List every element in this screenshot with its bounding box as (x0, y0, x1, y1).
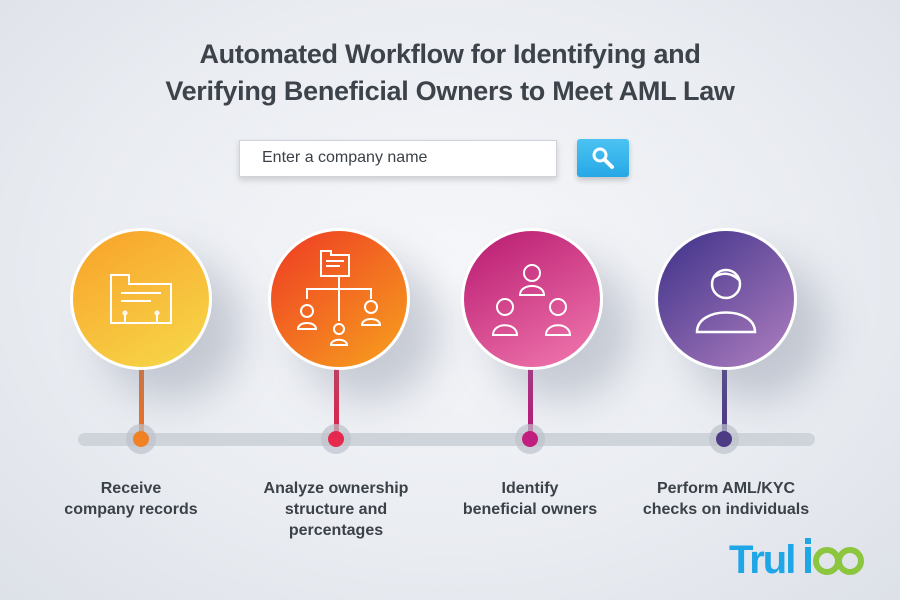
timeline-stem (139, 365, 144, 439)
label-line: checks on individuals (642, 501, 810, 518)
timeline-dot (328, 431, 344, 447)
folder-icon (110, 274, 172, 324)
step-circle-identify (461, 228, 603, 370)
timeline-stem (722, 365, 727, 439)
label-line: Receive (100, 480, 162, 497)
step-circle-analyze (268, 228, 410, 370)
label-line: company records (64, 501, 198, 518)
timeline-dot (133, 431, 149, 447)
step-label-perform: Perform AML/KYC checks on individuals (636, 478, 816, 520)
label-line: percentages (288, 522, 384, 539)
timeline-stem (334, 365, 339, 439)
page-title: Automated Workflow for Identifying and V… (0, 36, 900, 110)
step-label-identify: Identify beneficial owners (440, 478, 620, 520)
label-line: structure and (284, 501, 388, 518)
company-search-input[interactable]: Enter a company name (239, 140, 557, 177)
label-line: Analyze ownership (263, 480, 409, 497)
label-line: beneficial owners (462, 501, 598, 518)
org-chart-icon (297, 250, 381, 346)
search-button[interactable] (577, 139, 629, 177)
timeline-track (78, 433, 815, 446)
svg-text:Trul: Trul (729, 538, 794, 581)
step-label-analyze: Analyze ownership structure and percenta… (246, 478, 426, 541)
people-icon (491, 264, 572, 336)
step-circle-receive (70, 228, 212, 370)
timeline-dot (522, 431, 538, 447)
step-circle-perform (655, 228, 797, 370)
timeline-dot (716, 431, 732, 447)
search-icon (592, 147, 614, 169)
step-label-receive: Receive company records (41, 478, 221, 520)
label-line: Perform AML/KYC (656, 480, 796, 497)
title-line-1: Automated Workflow for Identifying and (199, 39, 701, 69)
person-icon (695, 268, 757, 334)
trulioo-logo: Trul (729, 537, 869, 586)
timeline-stem (528, 365, 533, 439)
label-line: Identify (501, 480, 559, 497)
title-line-2: Verifying Beneficial Owners to Meet AML … (165, 76, 735, 106)
